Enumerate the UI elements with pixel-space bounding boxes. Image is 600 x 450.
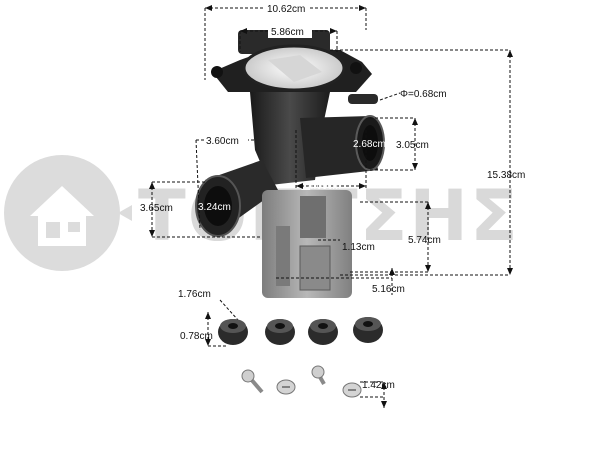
screw <box>311 365 326 385</box>
grommets <box>218 317 383 345</box>
label-top-width: 10.62cm <box>267 4 305 15</box>
label-left-inlet-outer: 3.65cm <box>140 203 173 214</box>
dimension-arrows <box>149 5 513 408</box>
filter-vanes <box>268 55 322 82</box>
label-right-pipe-outer: 3.05cm <box>396 140 429 151</box>
motor-side-rib <box>276 226 290 286</box>
label-right-pipe-length: 4.09cm <box>308 181 341 192</box>
label-motor-height: 5.74cm <box>408 235 441 246</box>
grommet <box>265 319 295 345</box>
label-grommet-height: 0.78cm <box>180 331 213 342</box>
grommet <box>353 317 383 343</box>
motor-connector <box>299 245 331 291</box>
label-total-height: 15.38cm <box>487 170 525 181</box>
screw <box>276 379 296 395</box>
label-clip-offset: 1.13cm <box>342 242 375 253</box>
label-right-pipe-inner: 2.68cm <box>353 139 386 150</box>
mount-hole-left <box>211 66 223 78</box>
grommet <box>218 319 248 345</box>
house-icon <box>4 155 132 271</box>
left-pipe-inner <box>204 186 232 226</box>
motor-clip <box>300 196 326 238</box>
mount-hole-right <box>350 62 362 74</box>
label-left-pipe-length: 3.60cm <box>206 136 239 147</box>
label-screw-length: 1.42cm <box>362 380 395 391</box>
grommet <box>308 319 338 345</box>
label-outlet-diameter: Φ=0.68cm <box>400 89 447 100</box>
drain-pump <box>195 30 385 298</box>
label-grommet-width: 1.76cm <box>178 289 211 300</box>
label-motor-width: 5.16cm <box>372 284 405 295</box>
screw <box>241 369 264 394</box>
label-left-inlet-inner: 3.24cm <box>198 202 231 213</box>
label-inner-width: 5.86cm <box>271 27 304 38</box>
screws <box>241 365 362 398</box>
small-outlet <box>348 94 378 104</box>
screw <box>342 382 362 398</box>
dimension-labels: 10.62cm 5.86cm Φ=0.68cm 3.60cm 2.68cm 3.… <box>140 2 525 391</box>
